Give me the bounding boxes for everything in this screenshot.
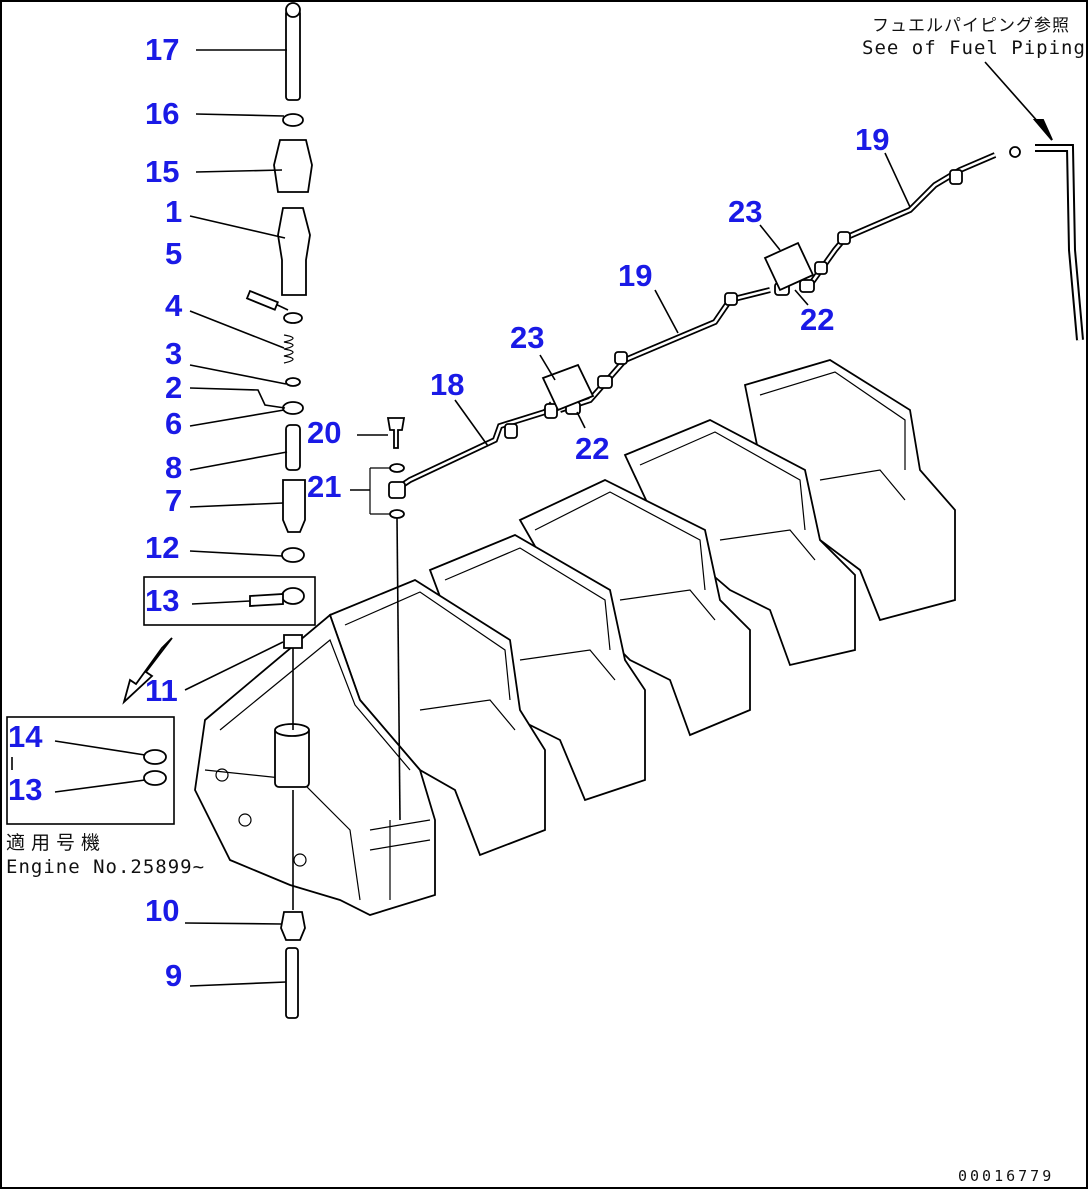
callout-13-b: 13 [8, 772, 42, 807]
part-11-nut [283, 634, 303, 649]
injector-assembly [143, 2, 316, 1019]
applicable-engine-label-jp: 適用号機 [6, 832, 106, 854]
part-21-eye [388, 481, 406, 499]
callout-3: 3 [165, 336, 182, 371]
part-6-seal [282, 401, 304, 415]
part-13-gasket-b [143, 770, 167, 786]
leader-lines [6, 49, 1053, 987]
part-13-gasket-a [281, 587, 305, 605]
part-4-spring [283, 334, 294, 364]
engine-variant-box [6, 716, 175, 825]
fuel-pipes [369, 144, 1084, 821]
callout-23-a: 23 [510, 320, 544, 355]
callout-10: 10 [145, 893, 179, 928]
callout-5: 5 [165, 236, 182, 271]
callout-6: 6 [165, 406, 182, 441]
part-16-washer [282, 113, 304, 127]
callout-labels: 17 16 15 1 5 4 3 2 6 8 7 12 13 11 14 13 … [8, 32, 889, 993]
callout-17: 17 [145, 32, 179, 67]
part-21-washer-b [389, 509, 405, 519]
fuel-piping-note-en: See of Fuel Piping [862, 37, 1086, 59]
callout-16: 16 [145, 96, 179, 131]
part-13-group-box [143, 576, 316, 626]
direction-arrow-icon [122, 637, 173, 705]
callout-8: 8 [165, 450, 182, 485]
callout-1: 1 [165, 194, 182, 229]
callout-21: 21 [307, 469, 341, 504]
part-20-bolt [386, 417, 406, 449]
callout-12: 12 [145, 530, 179, 565]
part-23-clamp-a [541, 363, 595, 412]
callout-15: 15 [145, 154, 179, 189]
part-23-clamp-b [763, 241, 815, 292]
part-19-pipe-b [807, 152, 997, 287]
callout-18: 18 [430, 367, 464, 402]
callout-4: 4 [165, 288, 183, 323]
callout-22-a: 22 [575, 431, 609, 466]
callout-9: 9 [165, 958, 182, 993]
part-21-washer-a [389, 463, 405, 473]
part-17-bolt [285, 9, 301, 101]
part-15-clamp [273, 139, 313, 193]
callout-19-a: 19 [618, 258, 652, 293]
part-7-sleeve [282, 479, 306, 533]
callout-23-b: 23 [728, 194, 762, 229]
part-1-injector [277, 207, 311, 296]
head-cover-1 [194, 613, 436, 916]
part-18-pipe [393, 401, 558, 493]
part-9-stud [285, 947, 299, 1019]
callout-20: 20 [307, 415, 341, 450]
callout-22-b: 22 [800, 302, 834, 337]
callout-11: 11 [145, 673, 178, 708]
callout-7: 7 [165, 483, 182, 518]
callout-14: 14 [8, 719, 43, 754]
part-10-nut [280, 911, 306, 941]
callout-13-a: 13 [145, 583, 179, 618]
cylinder-head-block [194, 359, 956, 916]
drawing-id: 00016779 [958, 1167, 1054, 1185]
engine-number-note: Engine No.25899~ [6, 856, 205, 878]
part-3-washer [285, 377, 301, 387]
head-cover-2 [328, 578, 546, 857]
part-8-pin [285, 424, 301, 471]
part-12-o-ring [281, 547, 305, 563]
head-cover-4 [518, 478, 751, 737]
annotations: フュエルパイピング参照 See of Fuel Piping 適用号機 Engi… [6, 16, 1086, 1185]
callout-2: 2 [165, 370, 182, 405]
fuel-piping-note-jp: フュエルパイピング参照 [872, 16, 1070, 36]
callout-19-b: 19 [855, 122, 889, 157]
part-5-o-ring [283, 312, 303, 324]
part-14-seal [143, 749, 167, 765]
